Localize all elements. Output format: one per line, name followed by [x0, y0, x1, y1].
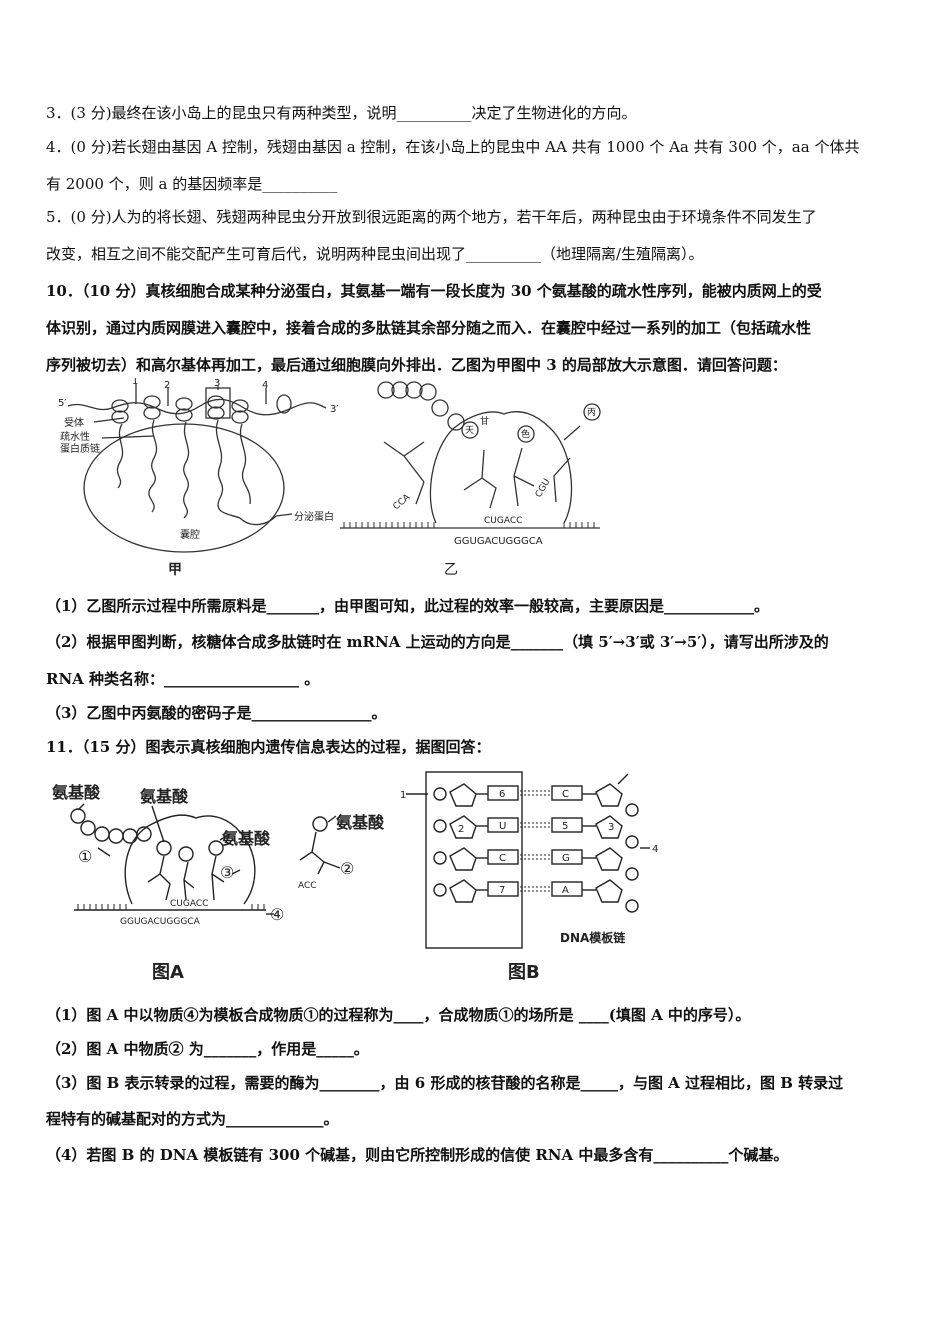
- label-anticodons-a: CUGACC: [170, 899, 208, 909]
- question-4-line-2: 有 2000 个，则 a 的基因频率是__________: [46, 175, 338, 193]
- question-10-2-line-2: RNA 种类名称：__________________ 。: [46, 670, 320, 688]
- label-b-4: 4: [652, 844, 658, 855]
- caption-figure-b: 图B: [508, 962, 540, 983]
- label-amino-acid-2: 氨基酸: [140, 787, 189, 806]
- label-mrna-sequence: GGUGACUGGGCA: [454, 536, 543, 547]
- label-receptor: 受体: [64, 417, 84, 429]
- label-circle-1: ①: [78, 847, 92, 866]
- caption-jia: 甲: [168, 562, 182, 578]
- label-circle-2: ②: [340, 859, 354, 878]
- label-anticodons: CUGACC: [484, 516, 522, 526]
- question-11-3-line-1: （3）图 B 表示转录的过程，需要的酶为________，由 6 形成的核苷酸的…: [46, 1074, 844, 1092]
- question-10-line-3: 序列被切去）和高尔基体再加工，最后通过细胞膜向外排出．乙图为甲图中 3 的局部放…: [46, 356, 787, 374]
- label-ala: 丙: [587, 407, 596, 418]
- label-dna-template-strand: DNA模板链: [560, 930, 626, 945]
- label-1: 1: [132, 378, 138, 387]
- label-amino-acid-1: 氨基酸: [52, 783, 101, 802]
- label-b-3: 3: [608, 822, 614, 833]
- caption-yi: 乙: [444, 562, 458, 578]
- question-11-1: （1）图 A 中以物质④为模板合成物质①的过程称为____，合成物质①的场所是 …: [46, 1006, 751, 1024]
- label-hydrophobic: 疏水性: [60, 430, 90, 443]
- lumen-shape: [83, 423, 285, 553]
- label-3-prime: 3′: [330, 404, 339, 415]
- question-5-line-2: 改变，相互之间不能交配产生可育后代，说明两种昆虫间出现了__________（地…: [46, 245, 704, 263]
- label-b-5: 5: [562, 821, 568, 832]
- label-b-1: 1: [400, 790, 406, 801]
- question-10-line-2: 体识别，通过内质网膜进入囊腔中，接着合成的多肽链其余部分随之而入．在囊腔中经过一…: [46, 319, 812, 337]
- question-3: 3．(3 分)最终在该小岛上的昆虫只有两种类型，说明__________决定了生…: [46, 104, 637, 122]
- label-circle-3: ③: [220, 863, 234, 882]
- box-3: [205, 387, 231, 419]
- label-4: 4: [262, 380, 268, 391]
- question-10-line-1: 10．（10 分）真核细胞合成某种分泌蛋白，其氨基一端有一段长度为 30 个氨基…: [46, 282, 822, 300]
- question-11-4: （4）若图 B 的 DNA 模板链有 300 个碱基，则由它所控制形成的信使 R…: [46, 1146, 789, 1164]
- caption-figure-a: 图A: [152, 962, 184, 983]
- question-5-line-1: 5．(0 分)人为的将长翅、残翅两种昆虫分开放到很远距离的两个地方，若干年后，两…: [46, 208, 817, 226]
- label-amino-acid-3: 氨基酸: [222, 829, 271, 848]
- label-5-prime: 5′: [58, 398, 67, 409]
- label-b-c-mid: C: [499, 853, 506, 864]
- question-11-3-line-2: 程特有的碱基配对的方式为_____________。: [46, 1110, 339, 1128]
- label-acc: ACC: [298, 881, 317, 891]
- label-asp: 天: [465, 426, 474, 436]
- label-b-2: 2: [458, 824, 464, 835]
- label-mrna-a: GGUGACUGGGCA: [120, 917, 201, 927]
- question-10-1: （1）乙图所示过程中所需原料是_______，由甲图可知，此过程的效率一般较高，…: [46, 597, 769, 615]
- label-3: 3: [214, 378, 220, 389]
- label-amino-acid-4: 氨基酸: [336, 813, 385, 832]
- dna-box: [425, 771, 523, 949]
- figure-gene-expression-a-b: 氨基酸 氨基酸 氨基酸 氨基酸 ① ② ③ ④ ACC CUGACC GGUGA…: [52, 771, 658, 983]
- label-trp: 色: [521, 428, 530, 440]
- label-b-7: 7: [499, 885, 505, 896]
- question-11-stem: 11．（15 分）图表示真核细胞内遗传信息表达的过程，据图回答：: [46, 738, 491, 756]
- figure-translation-jia-yi: 1 2 3 4 5′ 3′ 受体 疏水性 蛋白质链 分泌蛋白 囊腔 甘 天 色 …: [58, 378, 601, 578]
- label-gly: 甘: [480, 415, 489, 427]
- label-circle-4: ④: [270, 905, 284, 924]
- label-b-g: G: [562, 853, 570, 864]
- label-lumen: 囊腔: [180, 528, 200, 541]
- label-protein-chain: 蛋白质链: [60, 442, 100, 455]
- question-10-3: （3）乙图中丙氨酸的密码子是________________。: [46, 704, 387, 722]
- question-10-2-line-1: （2）根据甲图判断，核糖体合成多肽链时在 mRNA 上运动的方向是_______…: [46, 633, 829, 651]
- large-ribosome: [429, 411, 573, 524]
- question-11-2: （2）图 A 中物质② 为_______，作用是_____。: [46, 1040, 369, 1058]
- question-4-line-1: 4．(0 分)若长翅由基因 A 控制，残翅由基因 a 控制，在该小岛上的昆虫中 …: [46, 138, 860, 156]
- ribosome-a: [124, 814, 256, 905]
- label-cgu: CGU: [534, 477, 553, 499]
- label-b-a: A: [562, 885, 569, 896]
- label-b-6: 6: [499, 789, 505, 800]
- label-2: 2: [164, 380, 170, 391]
- label-b-c-top: C: [562, 789, 569, 800]
- label-b-u: U: [499, 821, 506, 832]
- label-cca: CCA: [392, 492, 413, 512]
- label-secreted-protein: 分泌蛋白: [294, 510, 334, 523]
